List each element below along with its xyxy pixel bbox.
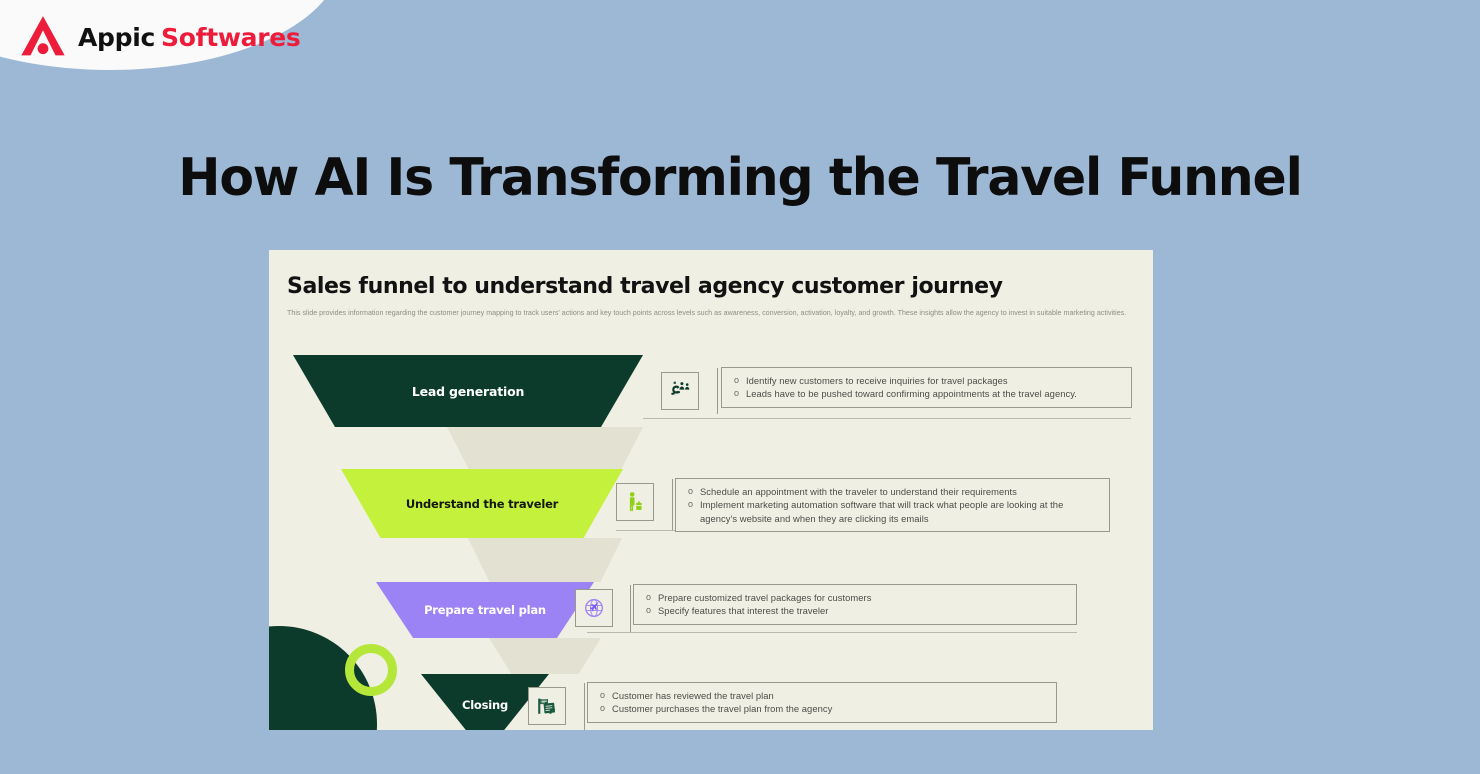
brand-name-primary: Appic	[78, 22, 156, 52]
funnel-stage-label-4: Closing	[461, 698, 509, 712]
bullet-marker: o	[600, 690, 606, 700]
brand-logo[interactable]: Appic Softwares	[18, 12, 301, 62]
stage-guide-line-3	[587, 632, 1077, 633]
funnel-connector-2	[468, 538, 622, 582]
stage-divider-2	[672, 479, 673, 530]
funnel-stage-textbox-4: o Customer has reviewed the travel plan …	[587, 682, 1057, 723]
bullet-text: Identify new customers to receive inquir…	[746, 375, 1008, 386]
stage-divider-1	[717, 368, 718, 414]
funnel-stage-row-2: Understand the traveler o Schedule an ap…	[269, 469, 1153, 538]
stage-divider-4	[584, 683, 585, 730]
bullet-marker: o	[734, 388, 740, 399]
bullet-item: o Specify features that interest the tra…	[646, 604, 1066, 617]
page-title: How AI Is Transforming the Travel Funnel	[178, 148, 1303, 208]
funnel-stage-icon-box-1[interactable]	[661, 372, 699, 410]
bullet-marker: o	[734, 375, 740, 385]
decorative-ring	[345, 644, 397, 696]
bullet-text: Prepare customized travel packages for c…	[658, 592, 872, 603]
stage-guide-line-1	[643, 418, 1131, 419]
funnel-stage-band-2[interactable]: Understand the traveler	[341, 469, 623, 538]
funnel-stage-textbox-3: o Prepare customized travel packages for…	[633, 584, 1077, 625]
bullet-marker: o	[688, 499, 694, 510]
funnel-stage-band-3[interactable]: Prepare travel plan	[376, 582, 594, 638]
slide-card: Sales funnel to understand travel agency…	[269, 250, 1153, 730]
funnel-stage-textbox-2: o Schedule an appointment with the trave…	[675, 478, 1110, 533]
bullet-text: Customer purchases the travel plan from …	[612, 703, 833, 715]
funnel-stage-label-2: Understand the traveler	[405, 496, 559, 511]
magnet-leads-icon	[671, 381, 690, 396]
bullet-marker: o	[646, 605, 652, 616]
funnel-stage-row-3: Prepare travel plan o Prepare customized…	[269, 582, 1153, 638]
bullet-item: o Schedule an appointment with the trave…	[688, 485, 1099, 498]
funnel-connector-3	[489, 638, 601, 674]
funnel-stage-label-3: Prepare travel plan	[424, 603, 546, 617]
slide-description: This slide provides information regardin…	[287, 309, 1127, 317]
slide-heading: Sales funnel to understand travel agency…	[287, 273, 1003, 299]
bullet-item: o Prepare customized travel packages for…	[646, 591, 1066, 604]
bullet-item: o Implement marketing automation softwar…	[688, 498, 1099, 525]
stage-divider-3	[630, 585, 631, 632]
funnel-stage-row-4: Closing o Customer has reviewed the trav…	[269, 674, 1153, 730]
contract-signing-icon	[538, 698, 556, 714]
funnel-stage-band-1[interactable]: Lead generation	[293, 355, 643, 427]
funnel-stage-textbox-1: o Identify new customers to receive inqu…	[721, 367, 1132, 408]
globe-airplane-icon	[585, 599, 603, 617]
bullet-item: o Leads have to be pushed toward confirm…	[734, 387, 1121, 400]
bullet-text: Specify features that interest the trave…	[658, 605, 829, 617]
funnel-stage-icon-box-4[interactable]	[528, 687, 566, 725]
bullet-text: Implement marketing automation software …	[700, 499, 1064, 524]
funnel-stage-label-1: Lead generation	[411, 383, 525, 399]
bullet-text: Customer has reviewed the travel plan	[612, 690, 774, 701]
brand-name-secondary: Softwares	[161, 22, 301, 52]
funnel-stage-row-1: Lead generation o Id	[269, 355, 1153, 427]
funnel-diagram: Lead generation o Id	[269, 355, 1153, 730]
funnel-stage-icon-box-3[interactable]	[575, 589, 613, 627]
bullet-text: Schedule an appointment with the travele…	[700, 486, 1017, 497]
funnel-connector-1	[447, 427, 643, 469]
funnel-stage-icon-box-2[interactable]	[616, 483, 654, 521]
traveler-with-luggage-icon	[629, 492, 642, 512]
bullet-item: o Customer has reviewed the travel plan	[600, 689, 1046, 702]
bullet-item: o Identify new customers to receive inqu…	[734, 374, 1121, 387]
bullet-marker: o	[646, 592, 652, 602]
bullet-marker: o	[600, 703, 606, 714]
bullet-marker: o	[688, 486, 694, 496]
bullet-item: o Customer purchases the travel plan fro…	[600, 702, 1046, 715]
bullet-text: Leads have to be pushed toward confirmin…	[746, 388, 1077, 400]
appic-triangle-logo-icon	[21, 16, 65, 56]
